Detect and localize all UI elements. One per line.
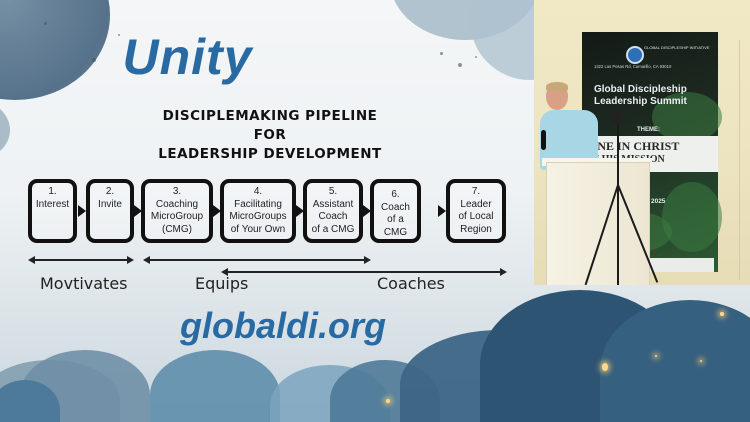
connector-arrow-icon	[363, 205, 371, 217]
pipeline-step-2: 2. Invite	[86, 179, 134, 243]
light-spark	[700, 360, 702, 362]
website-url: globaldi.org	[180, 305, 386, 346]
coaches-span-arrow	[221, 268, 507, 276]
step-label: (CMG)	[162, 223, 192, 235]
step-number: 4.	[253, 186, 263, 197]
banner-address: 1322 Las Posas Rd, Camarillo, CA 93010	[594, 64, 672, 69]
step-label: Assistant	[312, 198, 354, 210]
pipeline-step-4: 4. Facilitating MicroGroups of Your Own	[220, 179, 296, 243]
step-label: CMG	[383, 226, 408, 238]
speck	[92, 58, 96, 62]
connector-arrow-icon	[296, 205, 304, 217]
step-label: Invite	[98, 198, 122, 210]
subtitle-line-3: LEADERSHIP DEVELOPMENT	[158, 146, 382, 162]
phase-label-equips: Equips	[195, 274, 249, 293]
pipeline-step-3: 3. Coaching MicroGroup (CMG)	[141, 179, 213, 243]
light-spark	[720, 312, 724, 316]
podium	[546, 162, 650, 285]
watercolor-blob	[0, 100, 10, 160]
speck	[475, 56, 477, 58]
step-number: 6.	[391, 189, 400, 200]
speaker-photo: GLOBAL DISCIPLESHIP INITIATIVE 1322 Las …	[534, 0, 750, 285]
motivates-span-arrow	[28, 256, 134, 264]
light-spark	[386, 399, 390, 403]
banner-heading-2: Leadership Summit	[594, 96, 687, 107]
camera-icon	[612, 110, 622, 124]
subtitle-line-1: DISCIPLEMAKING PIPELINE	[162, 108, 378, 124]
slide-title: Unity	[122, 29, 253, 85]
pipeline-step-6: 6. Coach of a CMG	[370, 179, 421, 243]
step-number: 1.	[48, 186, 57, 197]
banner-logo-text: GLOBAL DISCIPLESHIP INITIATIVE	[644, 45, 710, 50]
step-number: 7.	[471, 186, 481, 197]
banner-theme-line-1: ONE IN CHRIST	[588, 139, 680, 153]
pipeline-step-5: 5. Assistant Coach of a CMG	[303, 179, 363, 243]
subtitle-line-2: FOR	[253, 127, 287, 143]
step-label: Interest	[35, 198, 70, 210]
step-label: Coaching	[155, 198, 199, 210]
step-label: Leader	[460, 198, 492, 210]
step-number: 5.	[328, 186, 338, 197]
step-label: of a CMG	[311, 223, 355, 235]
step-label: of a	[387, 214, 404, 225]
step-number: 2.	[105, 186, 115, 197]
phase-label-coaches: Coaches	[377, 274, 445, 293]
light-spark	[602, 363, 608, 371]
banner-logo-icon	[626, 46, 644, 64]
step-label: Facilitating	[234, 198, 282, 210]
step-number: 3.	[172, 186, 182, 197]
bottom-watercolor-band	[0, 290, 750, 422]
speck	[458, 63, 462, 67]
connector-arrow-icon	[134, 205, 142, 217]
speck	[118, 34, 120, 36]
equips-span-arrow	[143, 256, 371, 264]
step-label: MicroGroups	[229, 211, 287, 222]
light-spark	[655, 355, 657, 357]
pipeline-step-1: 1. Interest	[28, 179, 77, 243]
pipeline-step-7: 7. Leader of Local Region	[446, 179, 506, 243]
connector-arrow-icon	[78, 205, 86, 217]
step-label: of Your Own	[230, 223, 286, 235]
speck	[440, 52, 443, 55]
step-label: Coach	[381, 201, 410, 213]
banner-theme-label: THEME:	[637, 127, 660, 133]
connector-arrow-icon	[213, 205, 221, 217]
step-label: of Local	[458, 211, 494, 222]
speck	[44, 22, 47, 25]
step-label: Coach	[318, 211, 348, 222]
phase-label-motivates: Movtivates	[40, 274, 128, 293]
step-label: Region	[460, 223, 492, 235]
microphone-icon	[541, 130, 546, 150]
banner-heading-1: Global Discipleship	[594, 84, 687, 95]
connector-arrow-icon	[438, 205, 446, 217]
step-label: MicroGroup	[150, 211, 204, 222]
